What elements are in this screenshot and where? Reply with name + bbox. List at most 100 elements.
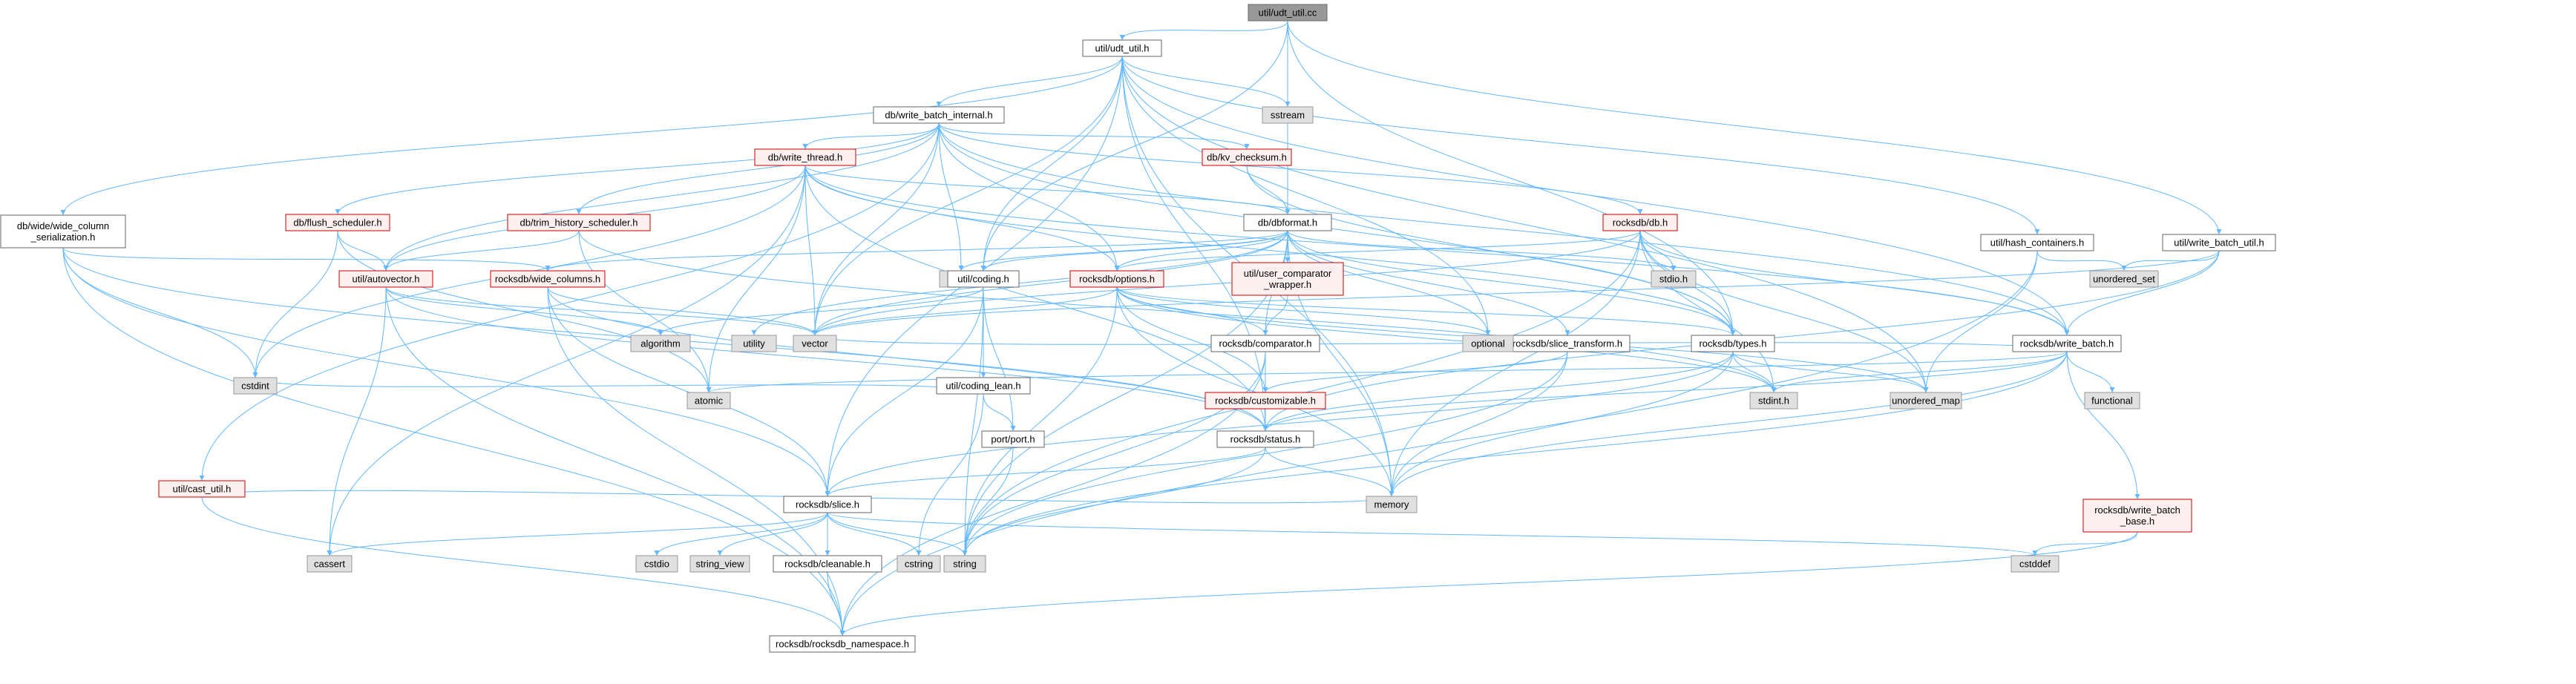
node-label: memory	[1374, 499, 1409, 510]
node-flush-scheduler[interactable]: db/flush_scheduler.h	[285, 214, 390, 231]
node-coding-lean[interactable]: util/coding_lean.h	[936, 377, 1031, 395]
node-write-batch-util[interactable]: util/write_batch_util.h	[2162, 234, 2276, 251]
edge-udt_util_h-to-coding	[980, 56, 1123, 272]
edge-db_h-to-write_batch	[1639, 230, 2070, 336]
node-label: _wrapper.h	[1263, 279, 1311, 290]
edge-write_batch_base-to-cstddef	[2032, 531, 2138, 556]
node-rocksdb-namespace[interactable]: rocksdb/rocksdb_namespace.h	[769, 635, 916, 653]
node-label: functional	[2091, 395, 2133, 407]
node-box	[2082, 499, 2192, 533]
node-box	[1749, 392, 1798, 410]
edge-write_batch_internal-to-trim_history_scheduler	[576, 122, 940, 215]
node-box	[233, 377, 278, 395]
edge-comparator-to-rocksdb_namespace	[839, 351, 1266, 637]
node-root[interactable]: util/udt_util.cc	[1248, 4, 1328, 22]
node-status[interactable]: rocksdb/status.h	[1216, 430, 1314, 448]
dependency-nodes: util/udt_util.cc util/udt_util.h db/write_…	[0, 4, 2276, 653]
edge-types-to-slice	[825, 351, 1734, 497]
node-kv-checksum[interactable]: db/kv_checksum.h	[1202, 148, 1292, 166]
node-slice-transform[interactable]: rocksdb/slice_transform.h	[1504, 335, 1631, 352]
edge-write_batch_internal-to-vector	[812, 122, 940, 336]
edge-write_batch-to-status	[1262, 351, 2068, 432]
node-label: cstdio	[644, 559, 669, 570]
node-cast-util[interactable]: util/cast_util.h	[158, 480, 246, 498]
node-label: util/write_batch_util.h	[2174, 237, 2264, 249]
node-box	[635, 555, 678, 573]
node-label: rocksdb/slice_transform.h	[1513, 338, 1622, 349]
node-label: rocksdb/types.h	[1699, 338, 1766, 349]
node-options[interactable]: rocksdb/options.h	[1069, 270, 1164, 288]
node-box	[1602, 214, 1678, 231]
edge-write_thread-to-status	[804, 165, 1268, 432]
node-slice[interactable]: rocksdb/slice.h	[783, 496, 872, 513]
node-write-batch[interactable]: rocksdb/write_batch.h	[2012, 335, 2122, 352]
edge-db_h-to-options	[1114, 230, 1641, 272]
node-port[interactable]: port/port.h	[981, 430, 1045, 448]
edge-root-to-types	[1287, 20, 1736, 336]
node-label: rocksdb/cleanable.h	[784, 559, 871, 570]
node-types[interactable]: rocksdb/types.h	[1691, 335, 1775, 352]
node-label: util/udt_util.cc	[1259, 7, 1317, 19]
node-user-comparator-wrapper[interactable]: util/user_comparator_wrapper.h	[1231, 262, 1344, 296]
edge-cleanable-to-rocksdb_namespace	[827, 571, 845, 637]
edge-udt_util_h-to-sstream	[1121, 56, 1291, 108]
node-dbformat[interactable]: db/dbformat.h	[1243, 214, 1332, 231]
node-label: algorithm	[640, 338, 680, 349]
node-trim-history-scheduler[interactable]: db/trim_history_scheduler.h	[507, 214, 651, 231]
node-label: db/wide/wide_column	[17, 220, 109, 231]
node-label: _serialization.h	[30, 231, 96, 243]
node-hash-containers[interactable]: util/hash_containers.h	[1980, 234, 2094, 251]
node-customizable[interactable]: rocksdb/customizable.h	[1205, 392, 1326, 410]
node-coding[interactable]: util/coding.h	[947, 270, 1020, 288]
node-wide-columns[interactable]: rocksdb/wide_columns.h	[490, 270, 606, 288]
node-label: db/flush_scheduler.h	[293, 217, 381, 228]
node-box	[1890, 392, 1962, 410]
node-stdint-h: stdint.h	[1749, 392, 1798, 410]
node-box	[1243, 214, 1332, 231]
node-wide-column-serialization[interactable]: db/wide/wide_column_serialization.h	[0, 214, 126, 249]
node-comparator[interactable]: rocksdb/comparator.h	[1210, 335, 1320, 352]
edge-write_thread-to-dbformat	[804, 165, 1291, 215]
edge-port-to-string	[962, 447, 1014, 556]
edge-dbformat-to-optional	[1287, 230, 1491, 336]
node-label: vector	[802, 338, 828, 349]
edge-write_thread-to-atomic	[706, 165, 806, 393]
edge-types-to-stdint_h	[1732, 351, 1777, 393]
node-label: rocksdb/rocksdb_namespace.h	[776, 639, 909, 650]
node-cleanable[interactable]: rocksdb/cleanable.h	[773, 555, 882, 573]
node-unordered-set: unordered_set	[2089, 270, 2159, 288]
node-write-batch-internal[interactable]: db/write_batch_internal.h	[873, 106, 1005, 124]
node-box	[731, 335, 777, 352]
node-box	[0, 214, 126, 249]
node-sstream: sstream	[1262, 106, 1314, 124]
edge-flush_scheduler-to-autovector	[337, 230, 389, 272]
edge-hash_containers-to-unordered_set	[2036, 250, 2127, 272]
node-write-batch-base[interactable]: rocksdb/write_batch_base.h	[2082, 499, 2192, 533]
edge-options-to-optional	[1116, 286, 1491, 336]
edge-slice-to-cstdio	[654, 512, 828, 556]
edge-coding-to-port	[983, 286, 1016, 432]
node-db-h[interactable]: rocksdb/db.h	[1602, 214, 1678, 231]
node-udt-util-h[interactable]: util/udt_util.h	[1082, 39, 1162, 57]
edge-slice-to-string_view	[717, 512, 828, 556]
node-autovector[interactable]: util/autovector.h	[338, 270, 433, 288]
edge-dbformat-to-vector	[812, 230, 1288, 336]
edge-trim_history_scheduler-to-atomic	[578, 230, 712, 393]
edge-cast_util-to-rocksdb_namespace	[201, 496, 845, 637]
edge-autovector-to-vector	[385, 286, 818, 336]
node-label: stdint.h	[1758, 395, 1789, 407]
edge-hash_containers-to-unordered_map	[1923, 250, 2038, 393]
edge-write_batch_util-to-write_batch	[2064, 250, 2220, 336]
node-label: rocksdb/customizable.h	[1215, 395, 1316, 407]
node-label: cstdint	[241, 381, 269, 392]
node-write-thread[interactable]: db/write_thread.h	[754, 148, 856, 166]
edge-write_thread-to-write_batch	[804, 165, 2070, 336]
node-box	[338, 270, 433, 288]
edge-flush_scheduler-to-cstdint	[252, 230, 338, 378]
edge-write_batch_internal-to-options	[938, 122, 1120, 272]
edge-coding_lean-to-cstring	[916, 393, 984, 556]
edge-write_batch_internal-to-autovector	[383, 122, 940, 272]
node-box	[1082, 39, 1162, 57]
edge-write_thread-to-options	[804, 165, 1120, 272]
node-box	[897, 555, 941, 573]
